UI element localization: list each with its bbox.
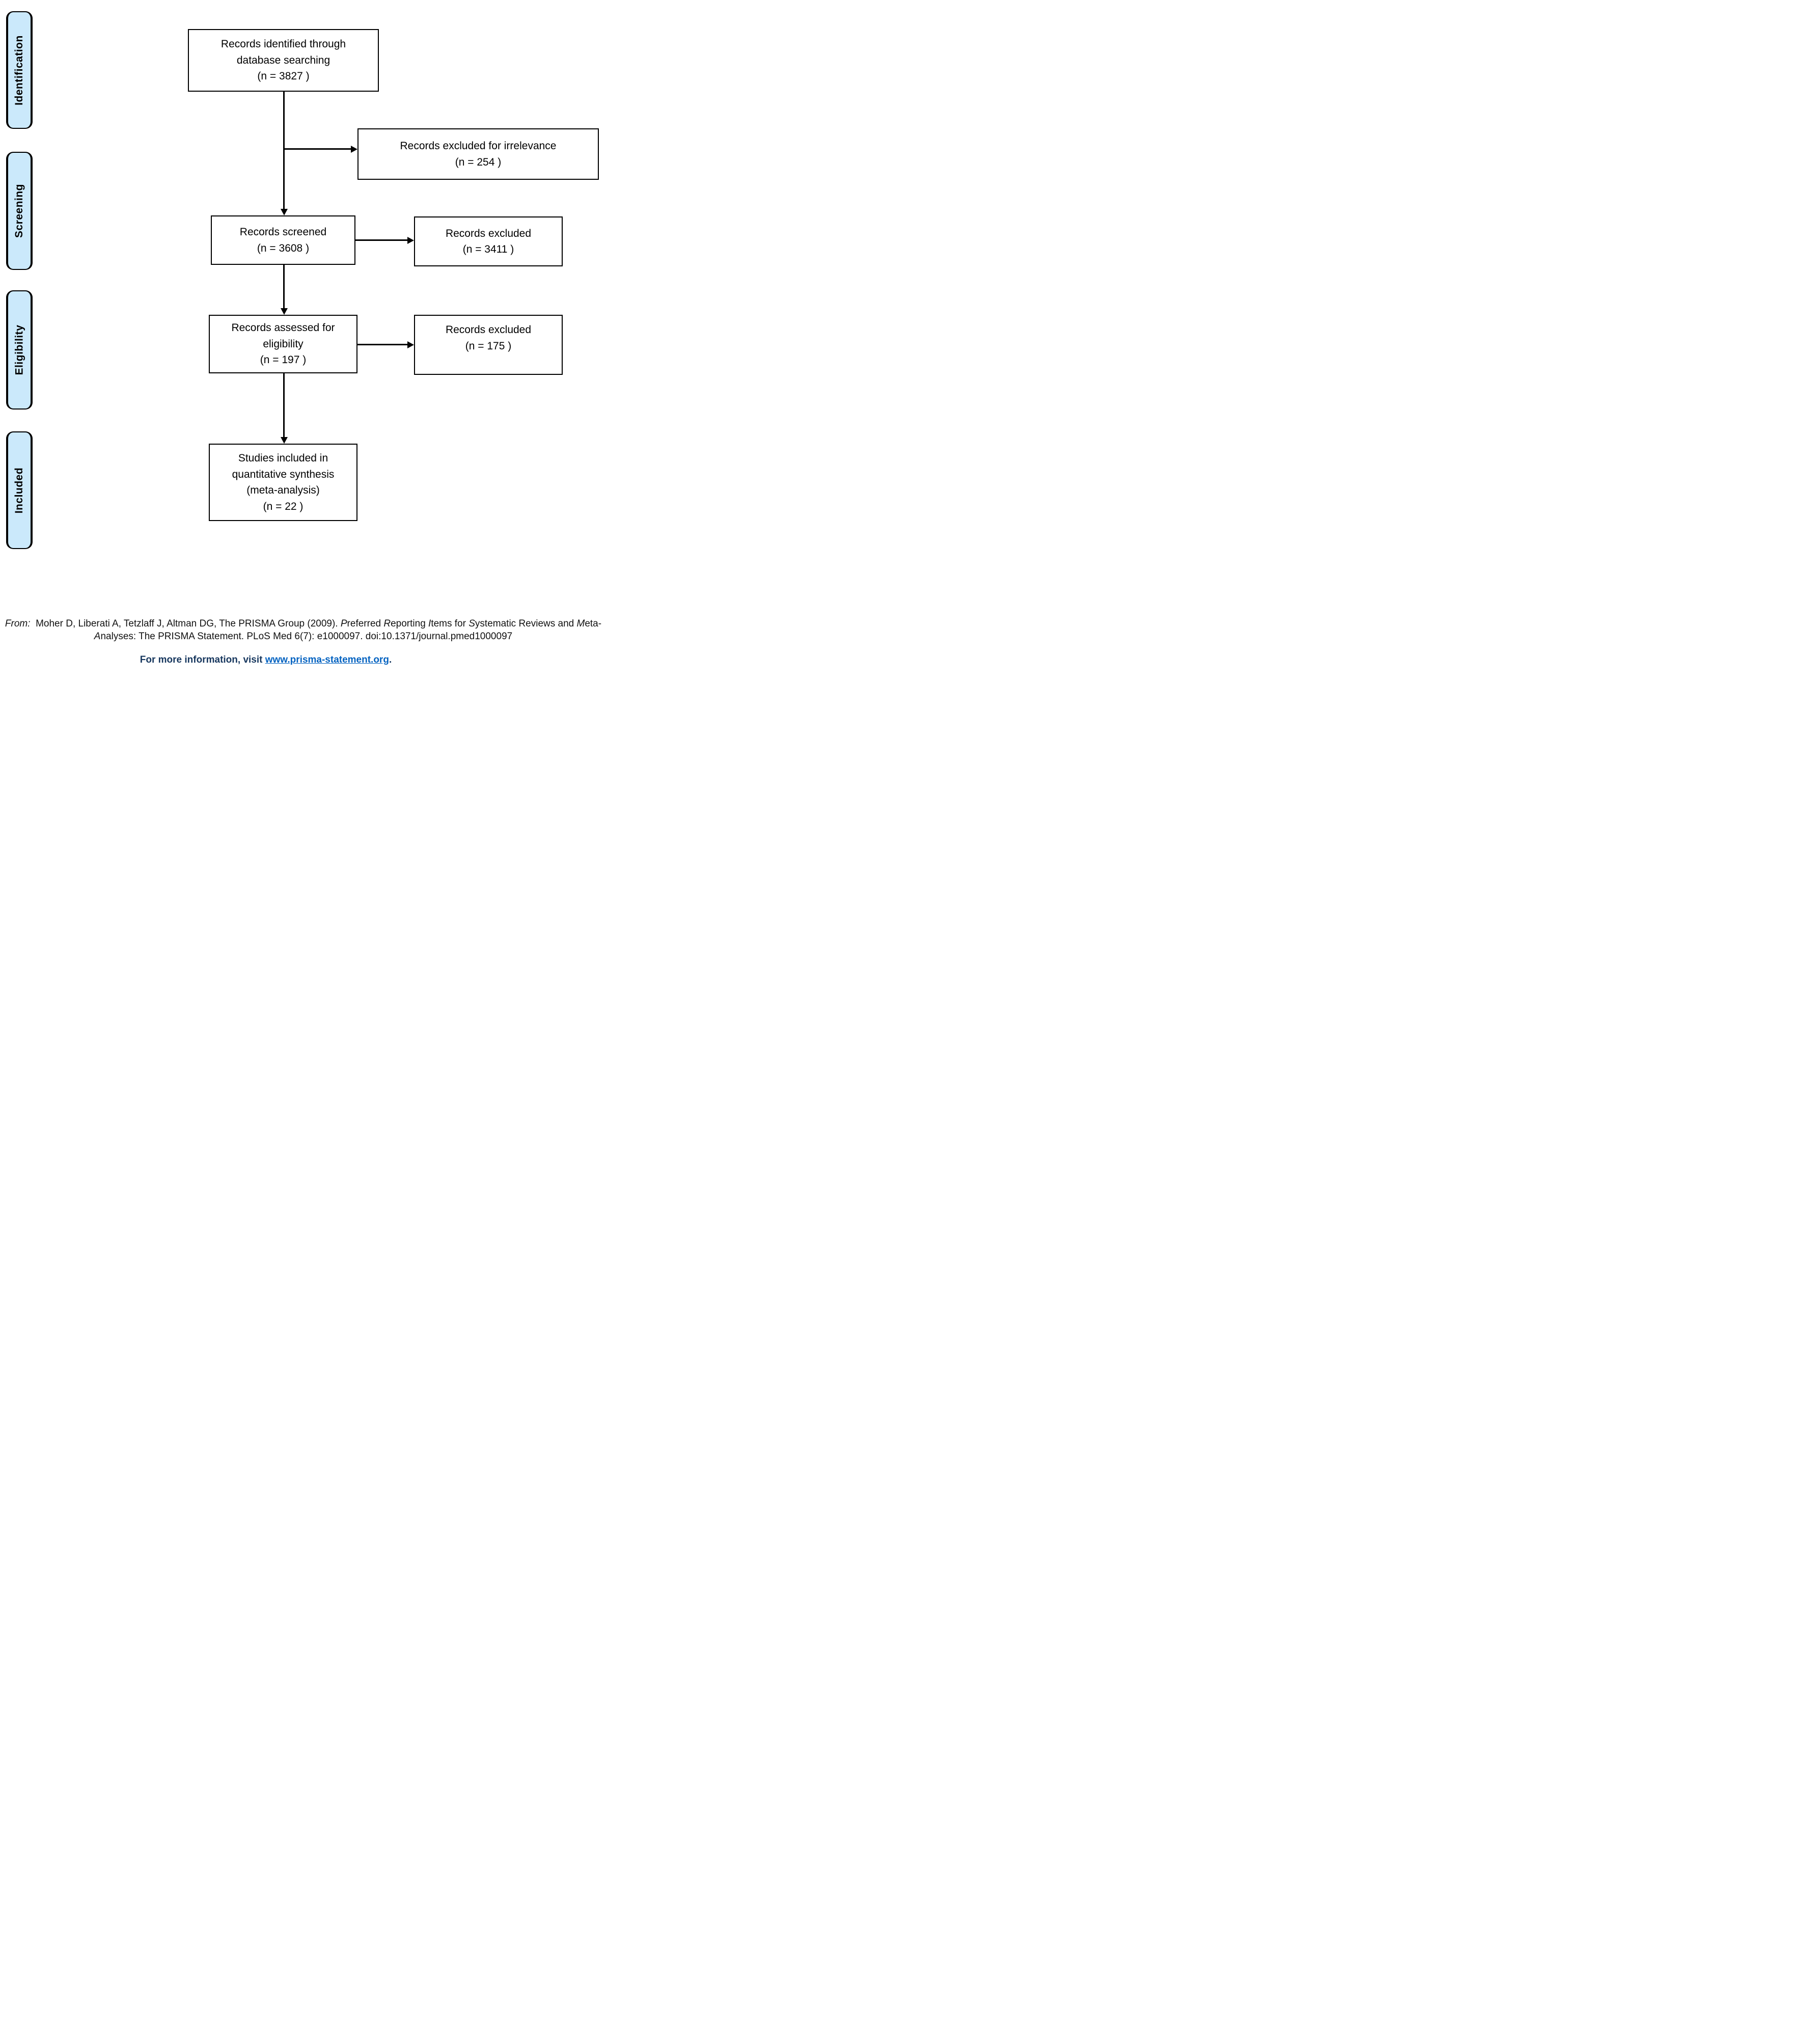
node-records-excluded-irrelevance-text: Records excluded for irrelevance (n = 25… <box>400 140 557 168</box>
citation-fragment: eta- <box>585 618 602 629</box>
flow-line-assessed-to-excluded <box>357 344 408 345</box>
citation-fragment: eporting <box>391 618 429 629</box>
node-records-excluded-eligibility-text: Records excluded (n = 175 ) <box>445 324 532 352</box>
citation-fragment: P <box>340 618 347 629</box>
arrowhead-to-included <box>280 437 288 444</box>
prisma-statement-link[interactable]: www.prisma-statement.org <box>265 655 389 665</box>
citation-fragment: referred <box>347 618 384 629</box>
flow-line-identified-to-screened <box>283 92 285 209</box>
citation-fragment: A <box>94 631 101 642</box>
citation-fragment: Moher D, Liberati A, Tetzlaff J, Altman … <box>30 618 341 629</box>
citation-fragment: nalyses: The PRISMA Statement. PLoS Med … <box>100 631 513 642</box>
citation-fragment: tems for <box>431 618 469 629</box>
node-records-excluded-screening: Records excluded (n = 3411 ) <box>414 216 563 266</box>
stage-box-screening: Screening <box>6 152 33 270</box>
stage-label-screening: Screening <box>13 183 25 238</box>
stage-box-eligibility: Eligibility <box>6 290 33 410</box>
citation-fragment: M <box>576 618 585 629</box>
node-records-assessed-eligibility-text: Records assessed for eligibility (n = 19… <box>231 322 335 366</box>
prisma-flow-diagram: Identification Screening Eligibility Inc… <box>0 0 606 673</box>
node-records-identified: Records identified through database sear… <box>188 29 379 92</box>
citation-fragment: From: <box>5 618 31 629</box>
node-studies-included-synthesis: Studies included in quantitative synthes… <box>209 444 357 521</box>
citation-fragment: R <box>383 618 391 629</box>
stage-label-identification: Identification <box>13 35 25 105</box>
flow-line-assessed-to-included <box>283 373 285 438</box>
citation-fragment: I <box>428 618 431 629</box>
stage-label-included: Included <box>13 467 25 513</box>
more-information-line: For more information, visit www.prisma-s… <box>0 655 532 666</box>
stage-box-included: Included <box>6 431 33 549</box>
node-studies-included-synthesis-text: Studies included in quantitative synthes… <box>232 452 335 512</box>
arrowhead-to-excluded-screening <box>407 236 414 244</box>
citation: From: Moher D, Liberati A, Tetzlaff J, A… <box>0 617 606 643</box>
flow-line-screened-to-excluded <box>355 239 408 241</box>
citation-fragment: S <box>468 618 475 629</box>
node-records-screened-text: Records screened (n = 3608 ) <box>239 226 327 254</box>
node-records-excluded-screening-text: Records excluded (n = 3411 ) <box>445 227 532 256</box>
node-records-identified-text: Records identified through database sear… <box>220 38 346 83</box>
node-records-assessed-eligibility: Records assessed for eligibility (n = 19… <box>209 315 357 373</box>
stage-label-eligibility: Eligibility <box>13 324 25 375</box>
arrowhead-to-assessed <box>280 308 288 315</box>
node-records-excluded-irrelevance: Records excluded for irrelevance (n = 25… <box>357 128 599 180</box>
node-records-screened: Records screened (n = 3608 ) <box>211 215 355 265</box>
more-information-text: For more information, visit <box>140 655 265 665</box>
flow-line-branch-to-excluded-irrelevance <box>283 148 351 150</box>
arrowhead-to-screened <box>280 209 288 215</box>
arrowhead-to-excluded-irrelevance <box>351 145 357 153</box>
flow-line-screened-to-assessed <box>283 265 285 309</box>
more-information-period: . <box>389 655 392 665</box>
arrowhead-to-excluded-eligibility <box>407 341 414 348</box>
stage-box-identification: Identification <box>6 11 33 129</box>
citation-fragment: ystematic Reviews and <box>475 618 577 629</box>
node-records-excluded-eligibility: Records excluded (n = 175 ) <box>414 315 563 375</box>
